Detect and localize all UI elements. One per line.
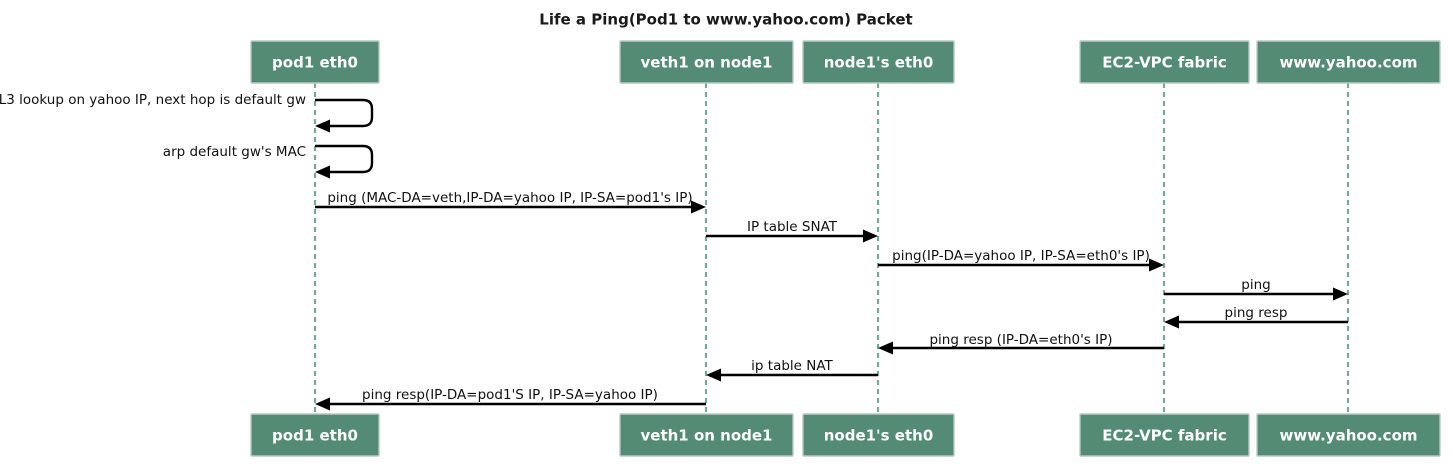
message-label: ping — [1241, 277, 1270, 293]
arrow-head — [1164, 315, 1179, 329]
actor-node1eth0-bottom[interactable]: node1's eth0 — [802, 413, 955, 457]
arrow-head — [878, 341, 893, 355]
message-m6[interactable]: ping — [1164, 277, 1348, 301]
arrow-head — [315, 165, 330, 179]
actor-node1eth0-top[interactable]: node1's eth0 — [802, 40, 955, 84]
messages-layer: L3 lookup on yahoo IP, next hop is defau… — [0, 92, 1348, 411]
actor-box — [250, 413, 380, 457]
message-m7[interactable]: ping resp — [1164, 305, 1348, 329]
actor-label: veth1 on node1 — [641, 427, 773, 445]
actor-box — [1256, 40, 1441, 84]
message-m9[interactable]: ip table NAT — [706, 358, 878, 382]
actor-pod1-top[interactable]: pod1 eth0 — [250, 40, 380, 84]
self-loop-line — [315, 144, 374, 174]
message-label: ping resp (IP-DA=eth0's IP) — [929, 332, 1112, 348]
actor-label: node1's eth0 — [824, 54, 934, 72]
message-m1[interactable]: L3 lookup on yahoo IP, next hop is defau… — [0, 92, 374, 133]
message-m5[interactable]: ping(IP-DA=yahoo IP, IP-SA=eth0's IP) — [878, 248, 1164, 272]
actor-box — [802, 413, 955, 457]
arrow-head — [863, 229, 878, 243]
actor-ec2vpc-top[interactable]: EC2-VPC fabric — [1079, 40, 1250, 84]
arrow-head — [706, 368, 721, 382]
actor-pod1-bottom[interactable]: pod1 eth0 — [250, 413, 380, 457]
actor-box — [1256, 413, 1441, 457]
arrow-head — [1333, 287, 1348, 301]
arrow-head — [315, 119, 330, 133]
actor-veth1-top[interactable]: veth1 on node1 — [619, 40, 794, 84]
message-m4[interactable]: IP table SNAT — [706, 219, 878, 243]
message-label: ip table NAT — [751, 358, 833, 374]
message-label: ping resp(IP-DA=pod1'S IP, IP-SA=yahoo I… — [362, 387, 658, 403]
self-loop-line — [315, 98, 374, 128]
actors-layer: pod1 eth0 pod1 eth0 veth1 on node1 veth1 on… — [250, 40, 1441, 457]
actor-box — [619, 40, 794, 84]
actor-box — [1079, 40, 1250, 84]
actor-label: EC2-VPC fabric — [1102, 54, 1226, 72]
actor-yahoo-top[interactable]: www.yahoo.com — [1256, 40, 1441, 84]
message-label: ping (MAC-DA=veth,IP-DA=yahoo IP, IP-SA=… — [327, 190, 692, 206]
message-label: ping(IP-DA=yahoo IP, IP-SA=eth0's IP) — [892, 248, 1150, 264]
actor-box — [1079, 413, 1250, 457]
actor-label: www.yahoo.com — [1279, 427, 1417, 445]
arrow-head — [315, 397, 330, 411]
actor-label: pod1 eth0 — [272, 54, 358, 72]
actor-ec2vpc-bottom[interactable]: EC2-VPC fabric — [1079, 413, 1250, 457]
message-m8[interactable]: ping resp (IP-DA=eth0's IP) — [878, 332, 1164, 355]
page-title: Life a Ping(Pod1 to www.yahoo.com) Packe… — [539, 11, 912, 29]
actor-label: pod1 eth0 — [272, 427, 358, 445]
actor-label: veth1 on node1 — [641, 54, 773, 72]
actor-box — [802, 40, 955, 84]
message-label: IP table SNAT — [747, 219, 838, 235]
message-m10[interactable]: ping resp(IP-DA=pod1'S IP, IP-SA=yahoo I… — [315, 387, 706, 411]
arrow-head — [1149, 258, 1164, 272]
message-m3[interactable]: ping (MAC-DA=veth,IP-DA=yahoo IP, IP-SA=… — [315, 190, 706, 214]
lifelines-layer — [313, 83, 1350, 414]
actor-yahoo-bottom[interactable]: www.yahoo.com — [1256, 413, 1441, 457]
actor-label: node1's eth0 — [824, 427, 934, 445]
actor-label: www.yahoo.com — [1279, 54, 1417, 72]
arrow-head — [691, 200, 706, 214]
actor-label: EC2-VPC fabric — [1102, 427, 1226, 445]
message-label: ping resp — [1225, 305, 1288, 321]
message-m2[interactable]: arp default gw's MAC — [163, 144, 374, 179]
message-label: L3 lookup on yahoo IP, next hop is defau… — [0, 92, 306, 108]
actor-veth1-bottom[interactable]: veth1 on node1 — [619, 413, 794, 457]
message-label: arp default gw's MAC — [163, 144, 306, 160]
actor-box — [250, 40, 380, 84]
actor-box — [619, 413, 794, 457]
